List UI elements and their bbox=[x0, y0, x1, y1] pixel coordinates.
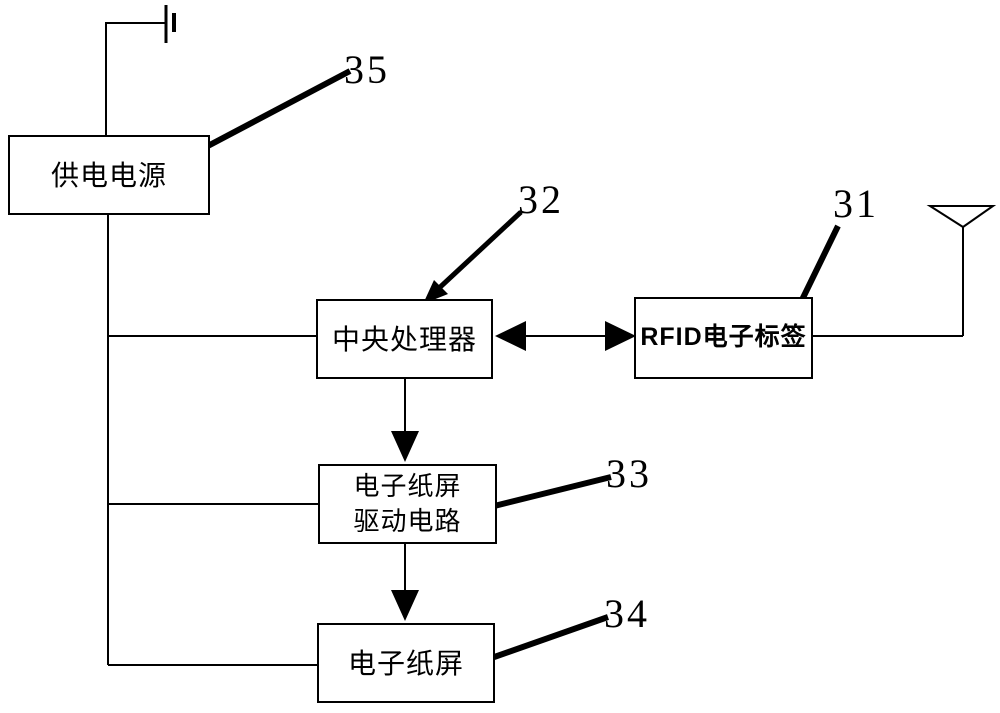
power-rail bbox=[107, 215, 318, 666]
node-power-supply-label: 供电电源 bbox=[50, 159, 167, 191]
leader-32 bbox=[423, 210, 523, 304]
ref-label-31: 31 bbox=[833, 181, 879, 226]
down-arrow-driver-epaper bbox=[391, 543, 419, 621]
node-cpu: 中央处理器 bbox=[316, 299, 493, 379]
bidirectional-arrow bbox=[495, 321, 636, 351]
ref-label-35: 35 bbox=[344, 47, 390, 92]
ref-label-34: 34 bbox=[604, 591, 650, 636]
node-rfid-tag-label: RFID电子标签 bbox=[640, 323, 807, 352]
antenna-icon bbox=[811, 205, 997, 337]
ref-label-33: 33 bbox=[606, 451, 652, 496]
node-epaper-label: 电子纸屏 bbox=[347, 647, 464, 679]
leader-31 bbox=[796, 224, 841, 308]
node-cpu-label: 中央处理器 bbox=[331, 323, 477, 355]
down-arrow-cpu-driver bbox=[391, 378, 419, 462]
node-rfid-tag: RFID电子标签 bbox=[634, 297, 813, 379]
node-power-supply: 供电电源 bbox=[8, 135, 210, 215]
node-epaper-driver: 电子纸屏 驱动电路 bbox=[318, 464, 497, 544]
ref-label-32: 32 bbox=[518, 177, 564, 222]
node-epaper-driver-label-line1: 电子纸屏 bbox=[353, 470, 462, 501]
power-top-wire bbox=[105, 22, 166, 135]
node-epaper-driver-label-line2: 驱动电路 bbox=[353, 506, 462, 536]
node-epaper: 电子纸屏 bbox=[317, 623, 495, 703]
leader-35 bbox=[185, 68, 352, 160]
battery-symbol bbox=[164, 5, 176, 43]
